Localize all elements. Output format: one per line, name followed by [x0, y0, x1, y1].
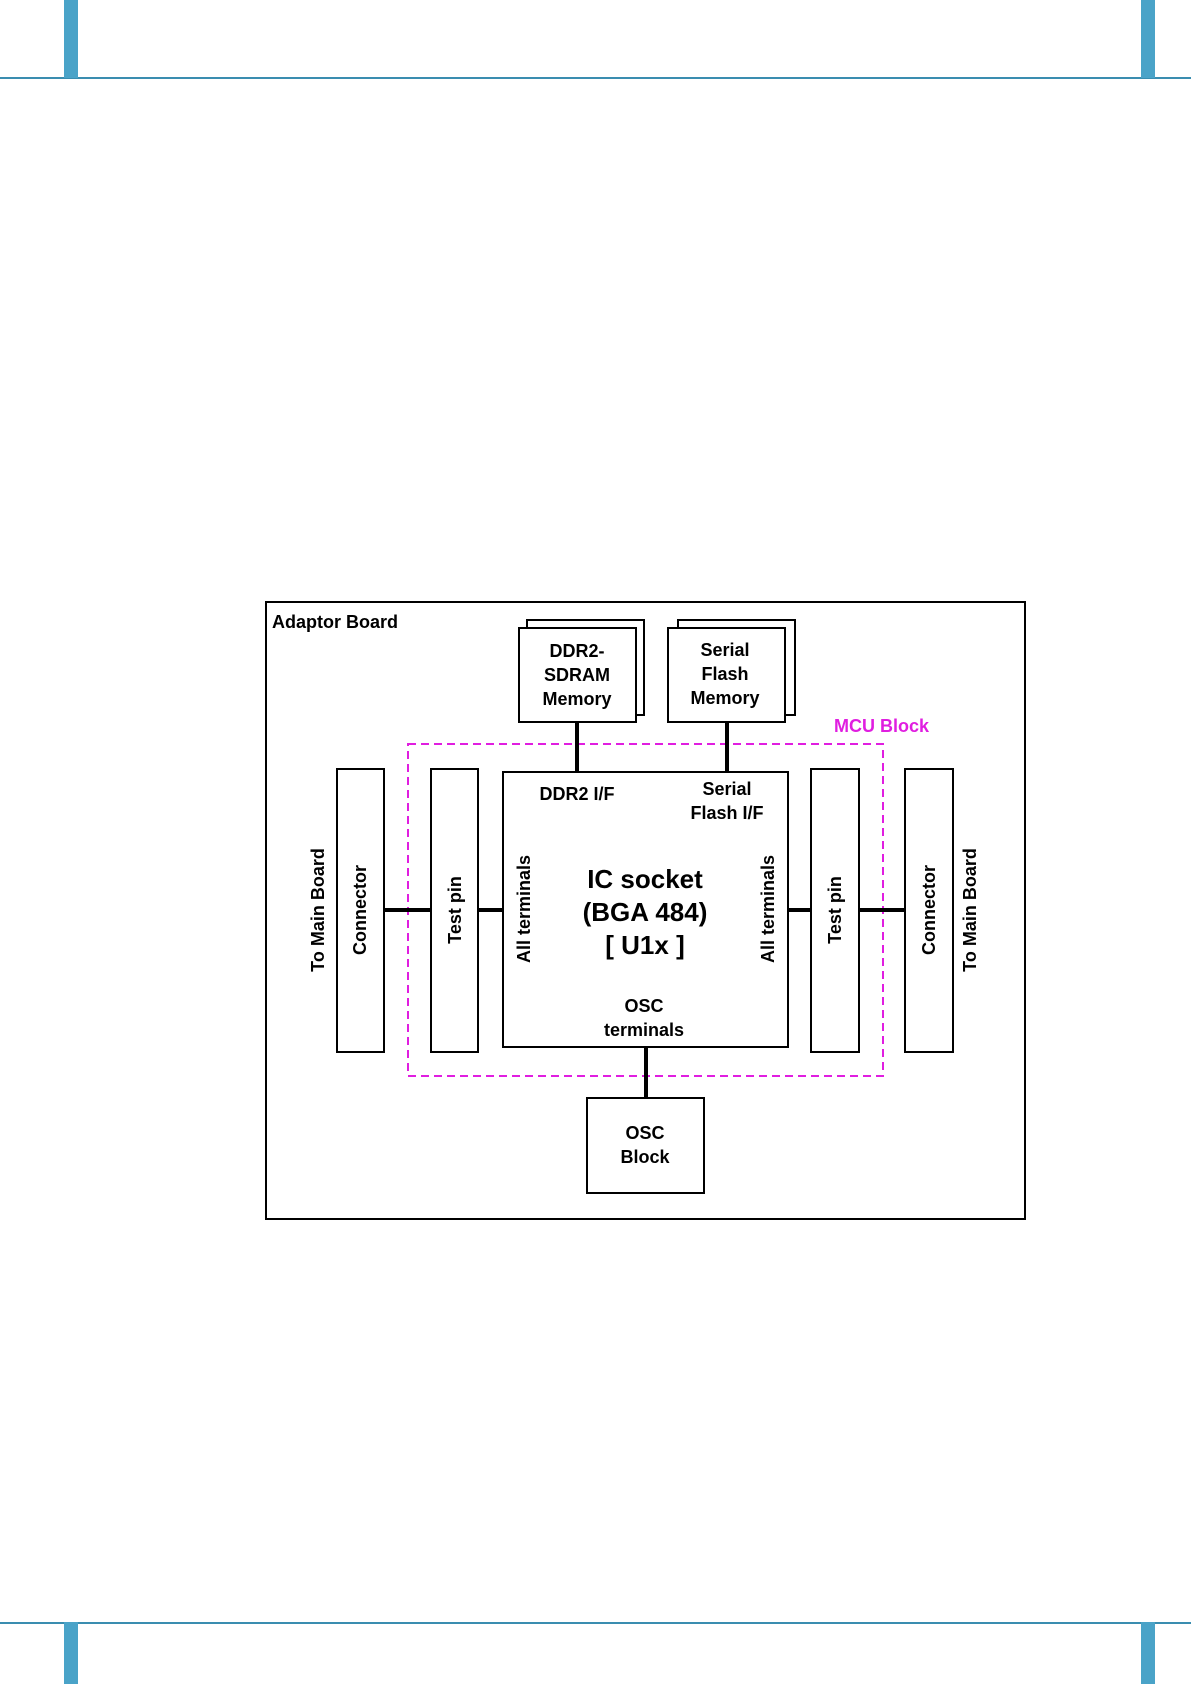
- ic-socket-line2: (BGA 484): [583, 897, 708, 927]
- test-pin-left-block: Test pin: [431, 769, 478, 1052]
- connector-left-block: Connector: [337, 769, 384, 1052]
- osc-block-line2: Block: [620, 1147, 670, 1167]
- ic-socket-block: IC socket (BGA 484) [ U1x ] DDR2 I/F Ser…: [503, 772, 788, 1047]
- serial-flash-memory-line2: Flash: [701, 664, 748, 684]
- osc-block: OSC Block: [587, 1098, 704, 1193]
- serial-flash-memory-line1: Serial: [700, 640, 749, 660]
- serial-flash-if-line1: Serial: [702, 779, 751, 799]
- ddr2-if-label: DDR2 I/F: [539, 784, 614, 804]
- ddr2-sdram-memory-block: DDR2- SDRAM Memory: [519, 620, 644, 722]
- connector-right-block: Connector: [905, 769, 953, 1052]
- ddr2-memory-line2: SDRAM: [544, 665, 610, 685]
- serial-flash-memory-line3: Memory: [690, 688, 759, 708]
- serial-flash-memory-block: Serial Flash Memory: [668, 620, 795, 722]
- connector-left-label: Connector: [350, 865, 370, 955]
- mcu-block-label: MCU Block: [834, 716, 930, 736]
- test-pin-left-label: Test pin: [445, 876, 465, 944]
- ddr2-memory-line3: Memory: [542, 689, 611, 709]
- all-terminals-right-label: All terminals: [758, 855, 778, 963]
- connector-right-label: Connector: [919, 865, 939, 955]
- osc-terminals-line2: terminals: [604, 1020, 684, 1040]
- all-terminals-left-label: All terminals: [514, 855, 534, 963]
- ic-socket-line3: [ U1x ]: [605, 930, 684, 960]
- osc-block-line1: OSC: [625, 1123, 664, 1143]
- ic-socket-line1: IC socket: [587, 864, 703, 894]
- to-main-board-right-label: To Main Board: [960, 848, 980, 972]
- test-pin-right-block: Test pin: [811, 769, 859, 1052]
- serial-flash-if-line2: Flash I/F: [690, 803, 763, 823]
- adaptor-board-label: Adaptor Board: [272, 612, 398, 632]
- osc-terminals-line1: OSC: [624, 996, 663, 1016]
- ddr2-memory-line1: DDR2-: [549, 641, 604, 661]
- test-pin-right-label: Test pin: [825, 876, 845, 944]
- to-main-board-left-label: To Main Board: [308, 848, 328, 972]
